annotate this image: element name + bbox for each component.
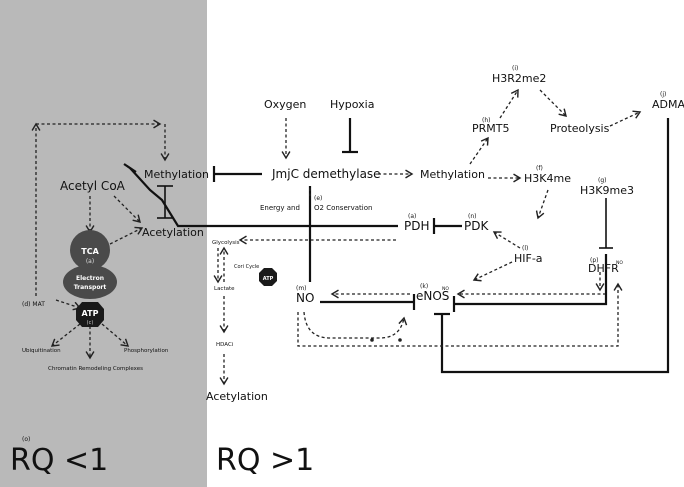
dhfr-label: DHFR <box>588 262 619 275</box>
oxygen-label: Oxygen <box>264 98 306 111</box>
h3r2me2-to-proteolysis-arrow <box>539 89 567 117</box>
adma-inhibits-enos-line <box>440 118 670 374</box>
no-label: NO <box>296 291 314 305</box>
acetyl-coa-label: Acetyl CoA <box>60 179 126 193</box>
atp-octagon <box>76 302 104 327</box>
tca-marker: (a) <box>86 258 94 265</box>
h3r2me2-marker: (i) <box>512 65 518 72</box>
hif-label: HIF-a <box>514 252 543 265</box>
acetylation-left-label: Acetylation <box>142 226 204 239</box>
enos-marker: (k) <box>420 283 428 290</box>
tca-label: TCA <box>81 247 99 256</box>
hypoxia-label: Hypoxia <box>330 98 374 111</box>
lactate-label: Lactate <box>214 286 235 292</box>
electron-transport-label-2: Transport <box>74 284 107 291</box>
methylation-right-label: Methylation <box>420 168 485 181</box>
no-marker: (m) <box>296 285 307 292</box>
h3k9me3-label: H3K9me3 <box>580 184 634 197</box>
no-curve-arrow <box>303 311 408 339</box>
pdh-label: PDH <box>404 219 430 233</box>
dhfr-marker: (p) <box>590 257 599 264</box>
prmt5-marker: (h) <box>482 117 490 124</box>
h3k4me-marker: (f) <box>536 165 543 172</box>
tca-cycle-shapes <box>63 230 117 327</box>
acetylation-bottom-label: Acetylation <box>206 390 268 403</box>
energy-label: Energy and <box>260 204 300 212</box>
ubiquitination-label: Ubiquitination <box>22 348 61 354</box>
tca-to-acetylation-arrow <box>109 226 144 245</box>
hif-to-enos-arrow <box>472 261 513 282</box>
tca-circle <box>70 230 110 270</box>
chromatin-label: Chromatin Remodeling Complexes <box>48 366 143 372</box>
h3k4me-to-hif-arrow <box>535 189 549 220</box>
enos-superscript: NO <box>442 286 449 292</box>
atp-right-label: ATP <box>263 276 274 282</box>
adma-marker: (j) <box>660 91 666 98</box>
jmjc-label: JmjC demethylase <box>271 167 381 181</box>
acetylation-to-pdh-line <box>129 167 398 228</box>
o2-conservation-label: O2 Conservation <box>314 204 372 212</box>
atp-left-label: ATP <box>82 309 99 318</box>
labels: RQ <1 RQ >1 (o) Acetyl CoA Methylation A… <box>10 65 684 478</box>
h3k9me3-marker: (g) <box>598 177 607 184</box>
rq-greater-label: RQ >1 <box>216 443 314 478</box>
mat-arrow <box>55 299 82 311</box>
enos-label: eNOS <box>416 289 449 303</box>
proteolysis-to-adma-arrow <box>609 110 642 127</box>
phosphorylation-label: Phosphorylation <box>124 348 169 354</box>
left-panel-connectors <box>31 119 173 360</box>
mat-label: (d) MAT <box>22 301 45 308</box>
dhfr-enos-line <box>454 254 608 306</box>
glycolysis-label: Glycolysis <box>212 240 240 246</box>
atp-right-octagon <box>259 268 277 286</box>
pdh-marker: (a) <box>408 213 416 220</box>
electron-transport-label-1: Electron <box>76 275 104 282</box>
adma-label: ADMA <box>652 98 684 111</box>
hdaci-label: HDACi <box>216 342 234 348</box>
cori-cycle-label: Cori Cycle <box>234 264 259 270</box>
main-connectors <box>123 88 670 386</box>
o2-marker: (e) <box>314 195 322 202</box>
rq-less-label: RQ <1 <box>10 443 108 478</box>
hif-marker: (l) <box>522 245 528 252</box>
left-marker: (o) <box>22 436 30 443</box>
atp-to-phosphorylation-arrow <box>101 323 130 347</box>
hif-to-pdk-arrow <box>492 231 521 249</box>
methylation-left-label: Methylation <box>144 168 209 181</box>
atp-to-ubiquitination-arrow <box>50 323 81 347</box>
h3k4me-label: H3K4me <box>524 172 571 185</box>
prmt5-label: PRMT5 <box>472 122 510 135</box>
electron-transport-ellipse <box>63 265 117 299</box>
no-loop-arrow <box>297 282 623 347</box>
pdk-label: PDK <box>464 219 489 233</box>
atp-left-marker: (c) <box>87 320 94 326</box>
dhfr-superscript: NO <box>616 260 623 266</box>
methylation-to-prmt5-arrow <box>469 136 489 165</box>
prmt5-to-h3r2me2-arrow <box>499 88 519 119</box>
acetylcoa-to-acetylation-arrow <box>113 195 141 223</box>
h3r2me2-label: H3R2me2 <box>492 72 546 85</box>
pdk-marker: (n) <box>468 213 476 220</box>
proteolysis-label: Proteolysis <box>550 122 610 135</box>
